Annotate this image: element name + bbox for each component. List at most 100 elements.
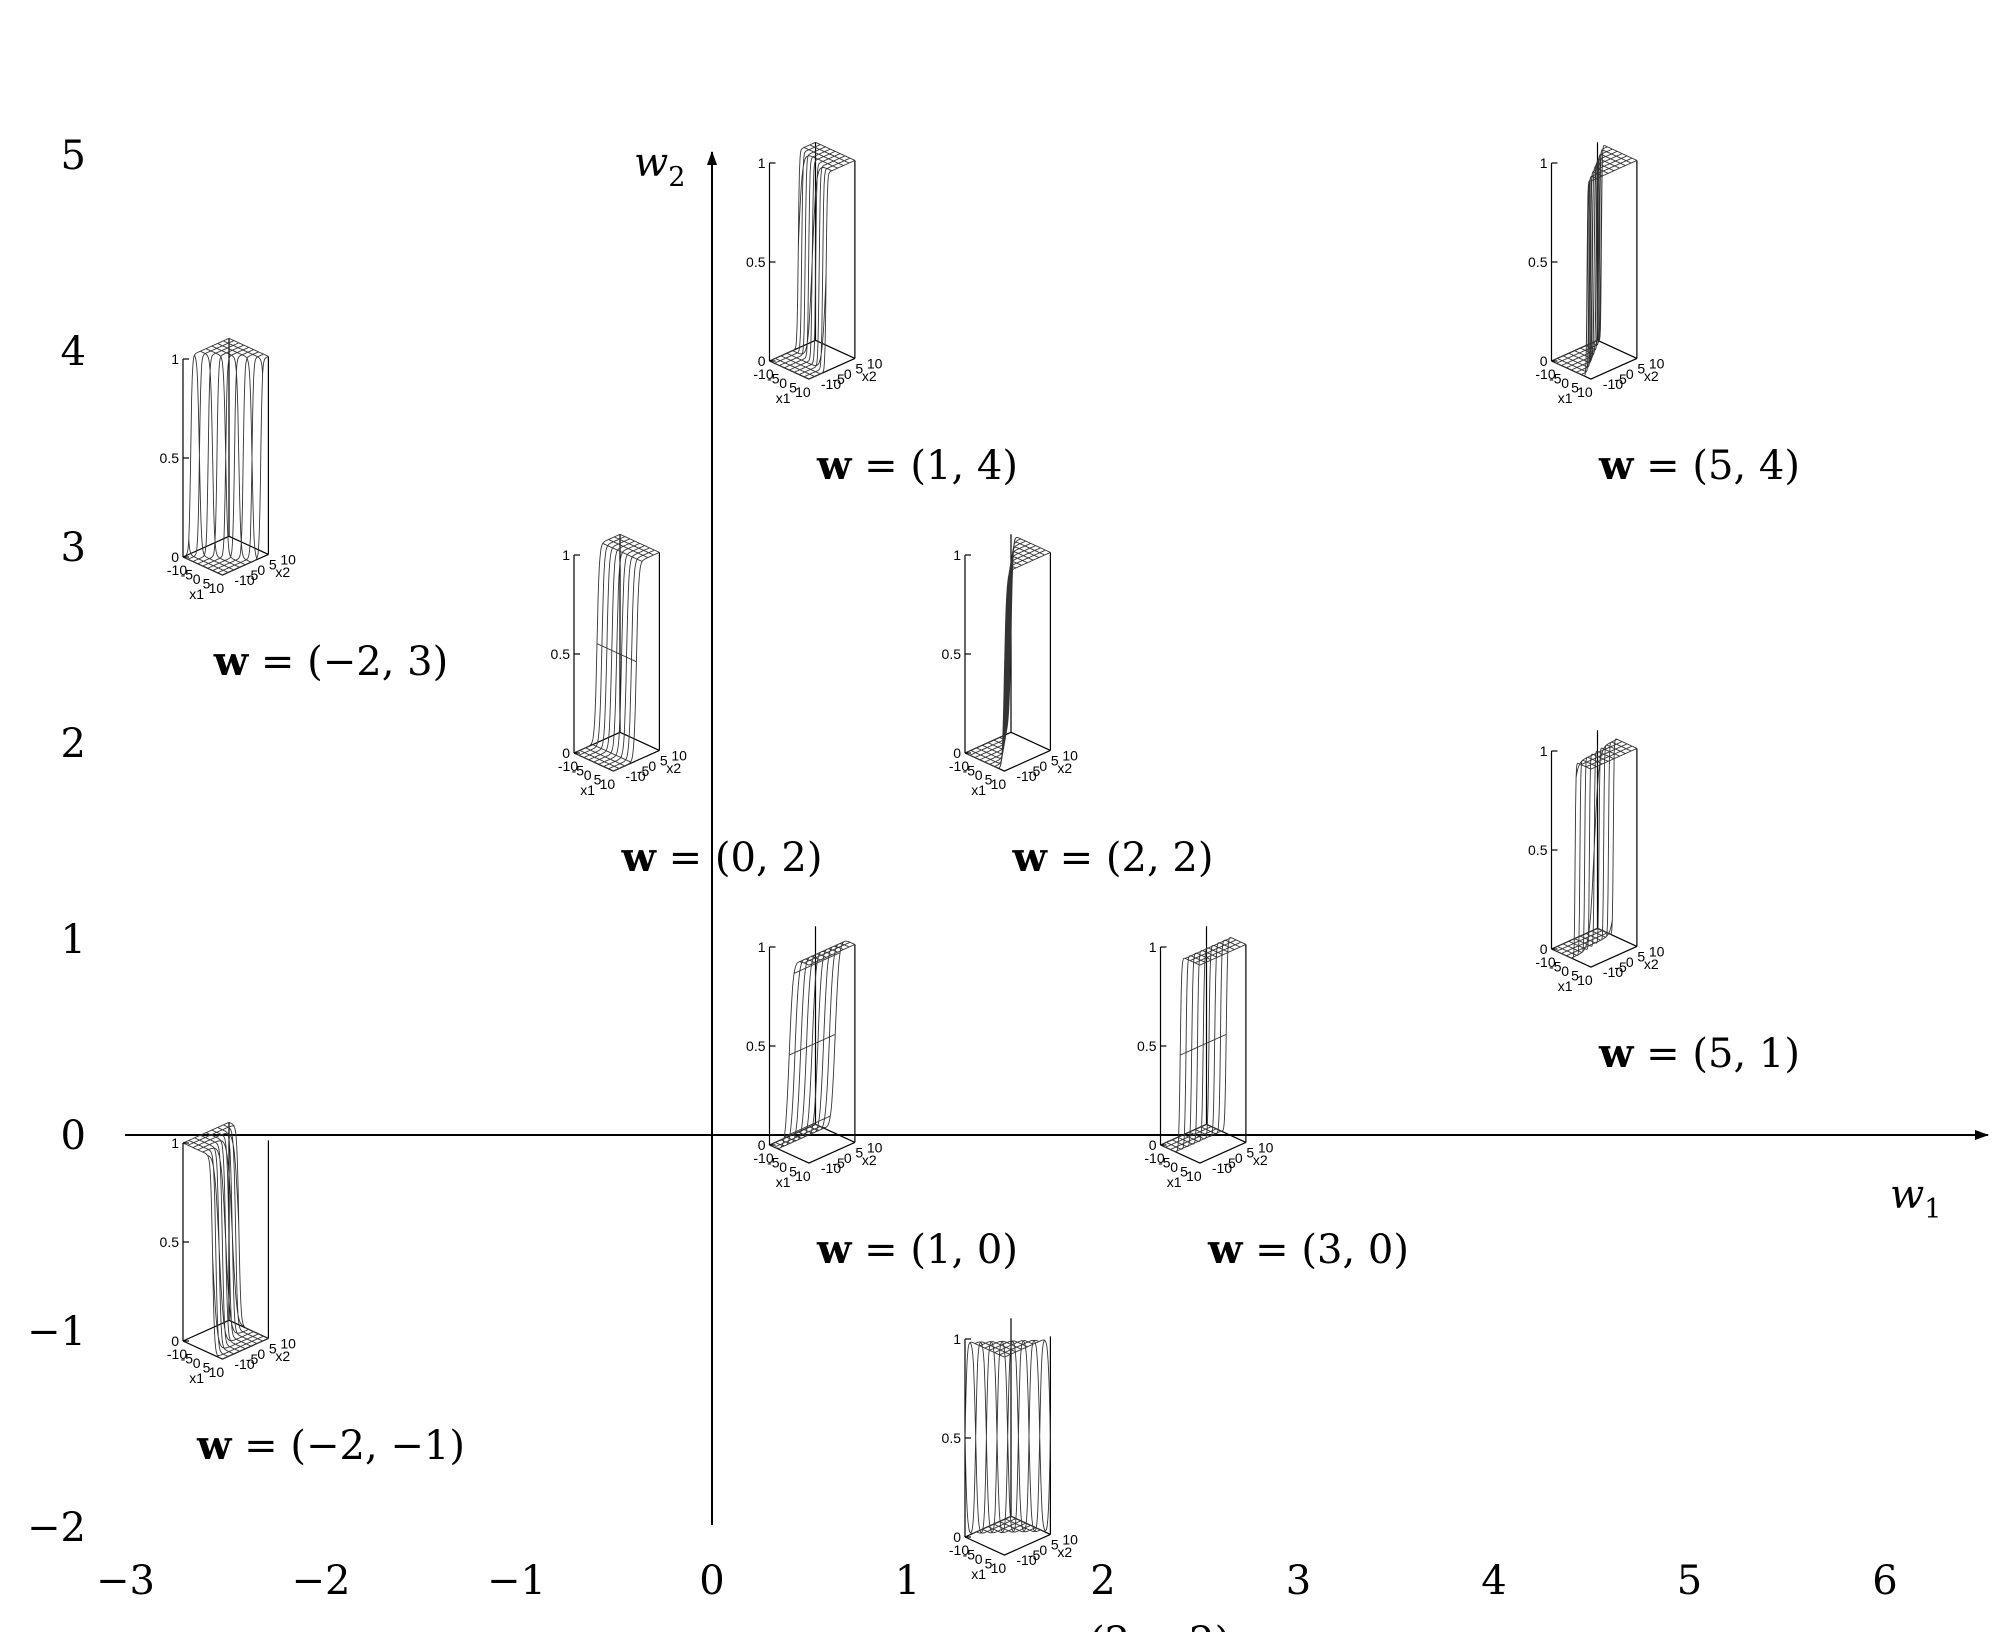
z-tick-label: 0 xyxy=(171,1333,179,1349)
x2-tick-label: 5 xyxy=(1246,1145,1254,1161)
y-tick-label: 3 xyxy=(61,525,86,571)
x-tick-label: 0 xyxy=(699,1558,724,1604)
z-tick-label: 0.5 xyxy=(1137,1038,1157,1054)
x1-tick-label: 5 xyxy=(203,1360,211,1376)
z-tick-label: 0.5 xyxy=(746,1038,766,1054)
z-tick-label: 1 xyxy=(562,547,570,563)
x2-tick-label: 10 xyxy=(280,551,296,567)
x1-tick-label: 5 xyxy=(985,1556,993,1572)
x1-tick-label: -10 xyxy=(1535,954,1555,970)
x1-tick-label: 0 xyxy=(779,375,787,391)
x1-tick-label: 0 xyxy=(1561,963,1569,979)
x2-tick-label: 10 xyxy=(280,1335,296,1351)
x2-tick-label: 0 xyxy=(257,562,265,578)
x2-tick-label: -10 xyxy=(821,1160,841,1176)
surface-mesh xyxy=(1551,145,1638,377)
x2-tick-label: -5 xyxy=(246,567,259,583)
x2-tick-label: -5 xyxy=(637,763,650,779)
x2-tick-label: 10 xyxy=(1062,747,1078,763)
x1-tick-label: -5 xyxy=(963,1547,976,1563)
panel-caption: w = (5, 1) xyxy=(1598,1030,1800,1077)
z-tick-label: 1 xyxy=(1540,155,1548,171)
panel-caption: w = (2, −2) xyxy=(995,1618,1230,1632)
x1-axis-label: x1 xyxy=(1558,390,1573,406)
x1-tick-label: -5 xyxy=(1158,1155,1171,1171)
z-tick-label: 0.5 xyxy=(942,1430,962,1446)
x1-tick-label: 5 xyxy=(789,1164,797,1180)
x1-tick-label: -5 xyxy=(1549,371,1562,387)
z-tick-label: 0 xyxy=(1540,941,1548,957)
x2-tick-label: 5 xyxy=(660,753,668,769)
x2-tick-label: 5 xyxy=(269,557,277,573)
y-tick-label: 2 xyxy=(61,721,86,767)
x1-axis-label: x1 xyxy=(580,782,595,798)
x1-axis-label: x1 xyxy=(189,1370,204,1386)
x1-tick-label: 0 xyxy=(584,767,592,783)
z-tick-label: 0.5 xyxy=(942,646,962,662)
panel-caption: w = (−2, −1) xyxy=(196,1422,465,1469)
z-tick-label: 0.5 xyxy=(746,254,766,270)
surface-mesh xyxy=(182,1121,269,1360)
x2-tick-label: -10 xyxy=(1016,1552,1036,1568)
x1-tick-label: 10 xyxy=(1577,972,1593,988)
x2-tick-label: 0 xyxy=(1039,758,1047,774)
x2-axis-label: x2 xyxy=(862,368,877,384)
x2-tick-label: -5 xyxy=(1028,763,1041,779)
z-tick-label: 0.5 xyxy=(551,646,571,662)
x2-axis-label: x2 xyxy=(1057,760,1072,776)
x1-tick-label: 0 xyxy=(975,767,983,783)
panel-caption: w = (−2, 3) xyxy=(213,638,448,685)
x-tick-label: −1 xyxy=(487,1558,546,1604)
x1-tick-label: 0 xyxy=(193,571,201,587)
panel-caption: w = (1, 0) xyxy=(816,1226,1018,1273)
z-tick-label: 1 xyxy=(171,1135,179,1151)
x1-tick-label: 0 xyxy=(779,1159,787,1175)
x1-tick-label: 5 xyxy=(594,772,602,788)
panel-caption: w = (1, 4) xyxy=(816,442,1018,489)
x2-tick-label: 0 xyxy=(1626,954,1634,970)
x2-tick-label: -5 xyxy=(1614,371,1627,387)
z-tick-label: 1 xyxy=(953,1331,961,1347)
x-axis-label: w1 xyxy=(1890,1172,1941,1225)
x-tick-label: −2 xyxy=(292,1558,351,1604)
surface-mesh xyxy=(769,141,856,380)
x2-tick-label: -10 xyxy=(821,376,841,392)
x2-tick-label: 0 xyxy=(257,1346,265,1362)
z-tick-label: 1 xyxy=(1540,743,1548,759)
z-tick-label: 1 xyxy=(1149,939,1157,955)
x-tick-label: 4 xyxy=(1481,1558,1506,1604)
x1-tick-label: -5 xyxy=(181,1351,194,1367)
x2-tick-label: 10 xyxy=(671,747,687,763)
x1-tick-label: 10 xyxy=(600,776,616,792)
z-tick-label: 0.5 xyxy=(1528,842,1548,858)
x2-tick-label: -10 xyxy=(1016,768,1036,784)
x1-tick-label: 10 xyxy=(1577,384,1593,400)
x1-tick-label: -10 xyxy=(558,758,578,774)
x1-tick-label: -5 xyxy=(1549,959,1562,975)
x1-tick-label: 5 xyxy=(789,380,797,396)
x2-tick-label: -5 xyxy=(832,1155,845,1171)
x1-tick-label: -5 xyxy=(767,1155,780,1171)
x2-tick-label: -10 xyxy=(625,768,645,784)
x1-axis-label: x1 xyxy=(1167,1174,1182,1190)
x2-tick-label: 5 xyxy=(1051,1537,1059,1553)
x2-axis-label: x2 xyxy=(862,1152,877,1168)
surface-mesh xyxy=(964,1339,1051,1534)
z-tick-label: 0.5 xyxy=(160,450,180,466)
x1-tick-label: 5 xyxy=(985,772,993,788)
x2-tick-label: 10 xyxy=(1649,355,1665,371)
x2-axis-label: x2 xyxy=(1644,956,1659,972)
z-tick-label: 0 xyxy=(562,745,570,761)
x2-tick-label: -10 xyxy=(234,572,254,588)
x1-axis-label: x1 xyxy=(971,1566,986,1582)
x1-tick-label: 10 xyxy=(991,1560,1007,1576)
x1-tick-label: 10 xyxy=(795,1168,811,1184)
